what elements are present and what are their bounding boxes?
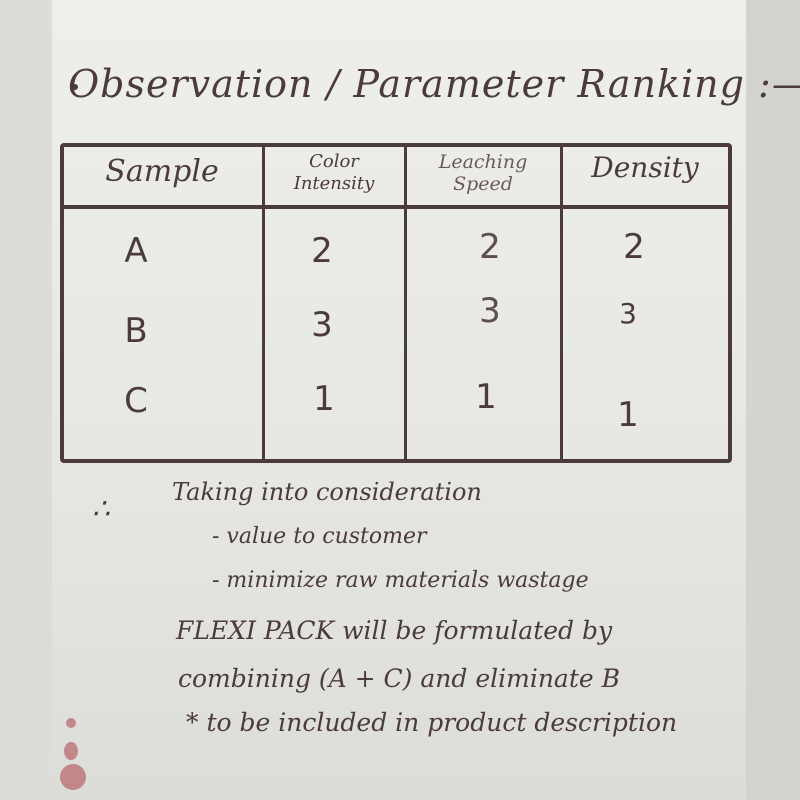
cell-b-leaching-speed: 3 <box>479 291 501 331</box>
marker-stain <box>60 764 86 790</box>
marker-stain <box>64 742 78 760</box>
table-header-divider <box>64 205 728 209</box>
table-column-divider <box>404 147 407 459</box>
ranking-table: Sample Color Intensity Leaching Speed De… <box>60 143 732 463</box>
cell-sample-c: C <box>124 381 148 421</box>
note-line-3: - minimize raw materials wastage <box>212 568 589 593</box>
cell-sample-b: B <box>124 311 148 351</box>
table-column-divider <box>560 147 563 459</box>
cell-c-density: 1 <box>617 395 639 435</box>
cell-sample-a: A <box>124 231 148 271</box>
header-sample: Sample <box>105 154 219 189</box>
cell-c-leaching-speed: 1 <box>475 377 497 417</box>
cell-a-density: 2 <box>623 227 645 267</box>
wall-right <box>746 0 800 800</box>
cell-b-color-intensity: 3 <box>311 305 333 345</box>
cell-b-density: 3 <box>619 297 637 330</box>
note-line-4: FLEXI PACK will be formulated by <box>176 616 613 645</box>
table-column-divider <box>262 147 265 459</box>
marker-stain <box>66 718 76 728</box>
note-line-2: - value to customer <box>212 524 427 549</box>
header-density: Density <box>591 151 699 184</box>
therefore-symbol: ∴ <box>92 492 110 525</box>
note-line-5: combining (A + C) and eliminate B <box>178 664 620 693</box>
title-bullet <box>72 84 78 90</box>
whiteboard <box>52 0 746 800</box>
cell-c-color-intensity: 1 <box>313 379 335 419</box>
cell-a-color-intensity: 2 <box>311 231 333 271</box>
board-title: Observation / Parameter Ranking :— <box>68 62 800 106</box>
cell-a-leaching-speed: 2 <box>479 227 501 267</box>
wall-left <box>0 0 52 800</box>
note-line-6: * to be included in product description <box>186 708 678 737</box>
header-leaching-speed: Leaching Speed <box>438 151 528 195</box>
header-color-intensity: Color Intensity <box>293 151 375 194</box>
note-line-1: Taking into consideration <box>172 478 482 506</box>
